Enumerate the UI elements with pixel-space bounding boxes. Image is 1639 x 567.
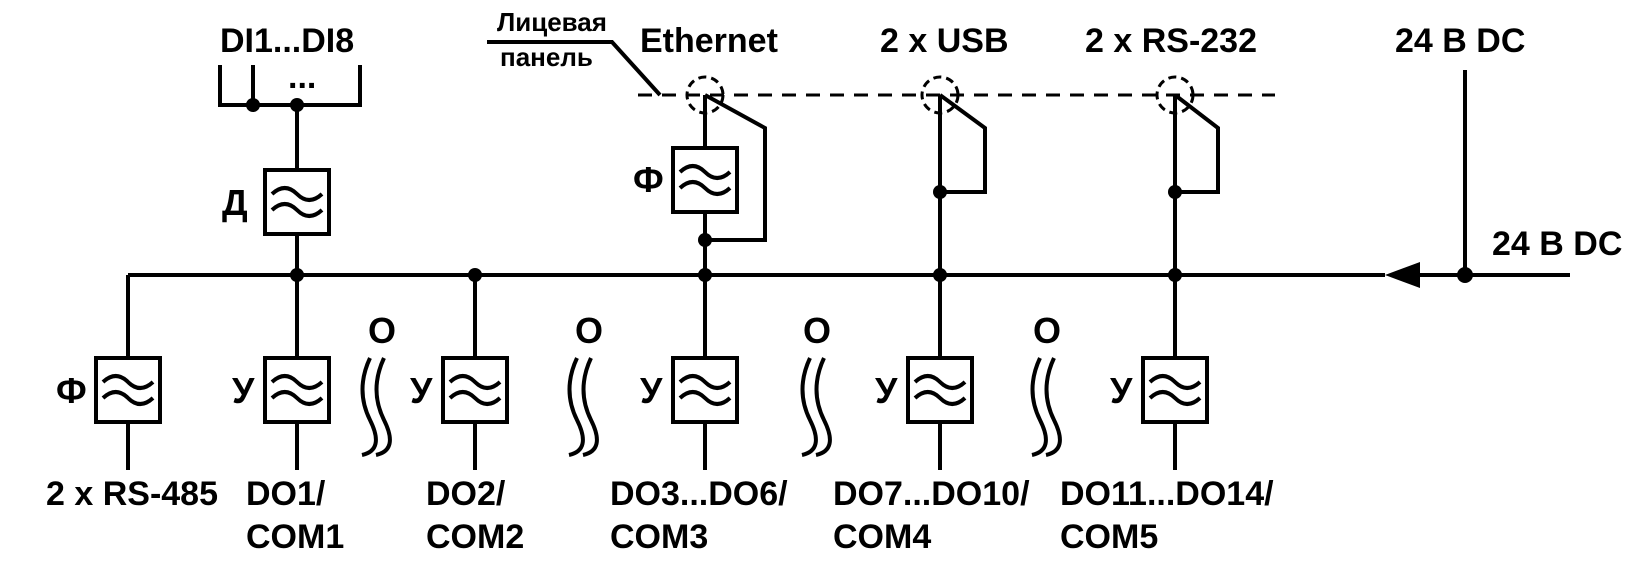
label-do7: DO7...DO10/	[833, 475, 1030, 513]
label-com5: COM5	[1060, 518, 1158, 556]
label-filter-f-ethernet: Ф	[633, 159, 664, 200]
label-rs232: 2 x RS-232	[1085, 22, 1257, 60]
junction-dot	[698, 233, 712, 247]
filter-u-do1-box	[263, 356, 331, 424]
label-do2: DO2/	[426, 475, 506, 513]
label-filter-u-do11: У	[1110, 370, 1133, 411]
power-arrow	[1385, 262, 1420, 288]
isolation-mark	[1030, 357, 1062, 457]
label-do11: DO11...DO14/	[1060, 475, 1274, 513]
isolation-mark	[360, 357, 392, 457]
filter-u-do11-box	[1141, 356, 1209, 424]
label-filter-u-do1: У	[232, 370, 255, 411]
label-panel-line2: панель	[500, 42, 593, 72]
label-panel-line1: Лицевая	[497, 7, 607, 37]
label-filter-d: Д	[222, 182, 248, 223]
junction-dot	[290, 98, 304, 112]
rs232-bypass	[1173, 93, 1220, 194]
label-usb: 2 x USB	[880, 22, 1009, 60]
label-filter-u-do3: У	[640, 370, 663, 411]
label-filter-u-do2: У	[410, 370, 433, 411]
label-rs485: 2 x RS-485	[46, 475, 218, 513]
panel-leader-line	[487, 40, 662, 97]
label-isolation-3: О	[803, 310, 831, 351]
filter-d-box	[263, 168, 331, 236]
junction-dot	[933, 185, 947, 199]
label-isolation-1: О	[368, 310, 396, 351]
filter-u-do7-box	[906, 356, 974, 424]
isolation-mark	[567, 357, 599, 457]
label-isolation-4: О	[1033, 310, 1061, 351]
label-com1: COM1	[246, 518, 344, 556]
label-com2: COM2	[426, 518, 524, 556]
label-power-top: 24 В DC	[1395, 22, 1525, 60]
label-do1: DO1/	[246, 475, 326, 513]
filter-u-do2-box	[441, 356, 509, 424]
label-power-side: 24 В DC	[1492, 225, 1622, 263]
label-filter-u-do7: У	[875, 370, 898, 411]
isolation-mark	[800, 357, 832, 457]
junction-dot	[1168, 185, 1182, 199]
label-di: DI1...DI8	[220, 22, 354, 60]
label-com3: COM3	[610, 518, 708, 556]
filter-f-rs485-box	[94, 356, 162, 424]
junction-dot	[1457, 267, 1473, 283]
filter-f-ethernet-box	[671, 146, 739, 214]
junction-dot	[246, 98, 260, 112]
label-ethernet: Ethernet	[640, 22, 778, 60]
label-di-dots: ...	[288, 58, 316, 96]
label-do3: DO3...DO6/	[610, 475, 788, 513]
label-com4: COM4	[833, 518, 931, 556]
filter-u-do3-box	[671, 356, 739, 424]
label-isolation-2: О	[575, 310, 603, 351]
label-filter-f-rs485: Ф	[56, 370, 87, 411]
usb-bypass	[938, 93, 987, 194]
ethernet-bypass	[704, 93, 767, 242]
